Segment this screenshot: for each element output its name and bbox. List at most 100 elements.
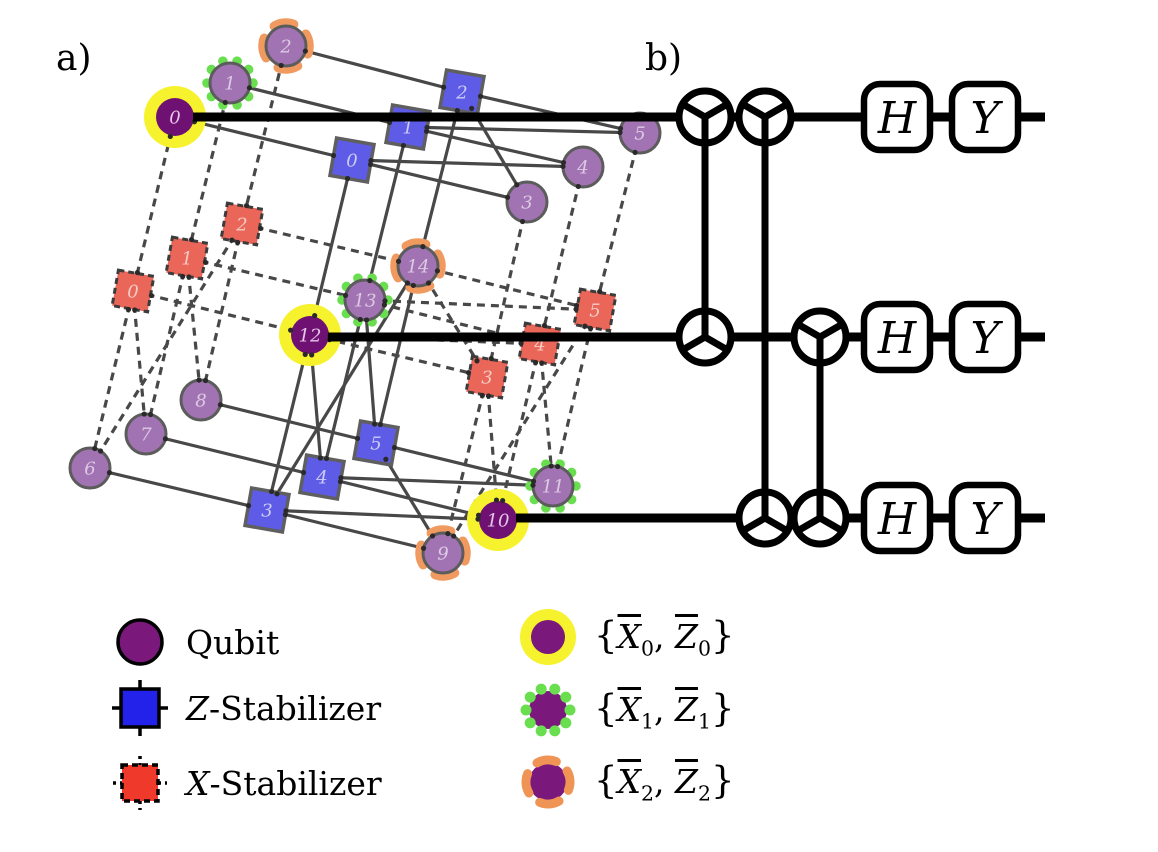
qubit-1-node: 1 (202, 56, 258, 110)
qubit-legend-icon (116, 618, 164, 666)
two-qubit-gate-symbol (790, 307, 850, 367)
edge-dot (302, 48, 308, 54)
logical-1-label: {X1, Z1} (594, 686, 735, 734)
gate-letter: Y (970, 313, 1003, 364)
edge-dot (479, 392, 485, 399)
edge-dot (134, 269, 141, 276)
edge-dot (377, 421, 383, 428)
edge-dot (434, 268, 441, 274)
z-stabilizer-index-label: 3 (261, 500, 272, 521)
h-gate-box: H (860, 481, 934, 555)
qubit-11-node: 11 (525, 459, 581, 513)
edge-dot (245, 503, 252, 509)
edge-dot (404, 280, 411, 286)
edge-dot (283, 508, 289, 514)
gate-box-rect (860, 80, 934, 154)
edge-dot (425, 280, 432, 286)
x-check-edge-X1-q8 (185, 257, 203, 401)
edge-dot (368, 157, 374, 164)
edge-dot (167, 133, 173, 140)
x-check-edge-X4-q11 (538, 343, 555, 487)
qubit-circle (396, 244, 440, 288)
orange-logical-halo (258, 18, 314, 74)
qubit-4-node: 4 (561, 145, 605, 189)
edge-dot (323, 455, 330, 462)
z-check-edge-Z3-q9 (266, 508, 444, 555)
z-stabilizer-4-node: 4 (297, 452, 347, 502)
edge-dot (617, 125, 624, 132)
orange-logical-halo (390, 238, 446, 294)
edge-dot (278, 62, 284, 69)
two-qubit-gate-symbol (675, 87, 735, 147)
edge-dot (357, 316, 363, 323)
edge-dot (391, 444, 398, 451)
edge-dot (597, 288, 603, 295)
edge-dot (132, 307, 138, 313)
edge-dot (330, 152, 337, 159)
logical-2-halo-icon (521, 755, 575, 809)
legend-logical-0: {X0, Z0} (516, 605, 734, 669)
edge-dot (268, 488, 275, 495)
qubit-12-node: 12 (279, 304, 341, 366)
x-check-edge-q14-X5 (417, 264, 596, 312)
edge-dot (575, 183, 581, 190)
qubit-index-label: 7 (140, 424, 152, 445)
edge-dot (106, 470, 113, 476)
two-qubit-gate-symbol (675, 307, 735, 367)
edge-dot (573, 302, 580, 309)
edge-dot (420, 244, 426, 250)
edge-dot (451, 533, 457, 539)
z-check-edge-q14-Z3 (265, 265, 420, 511)
gate-spoke (680, 333, 707, 354)
z-stabilizer-index-label: 1 (402, 117, 413, 138)
edge-dot (367, 277, 373, 284)
x-stabilizer-1-node: 1 (164, 235, 210, 281)
qubit-index-label: 11 (542, 476, 565, 497)
edge-dot (429, 533, 436, 539)
edge-dot (504, 194, 511, 200)
edge-dot (454, 107, 460, 114)
edge-dot (202, 377, 209, 384)
z-check-edge-Z4-q11 (321, 475, 554, 488)
edge-dot (541, 322, 548, 329)
gate-letter: H (877, 313, 918, 364)
panel-a-label: a) (56, 38, 92, 79)
x-check-edge-X0-q6 (88, 290, 135, 469)
edge-dot (317, 455, 324, 461)
x-check-edge-q1-X1 (185, 82, 232, 259)
edge-dot (530, 478, 537, 484)
qubit-circle (505, 180, 549, 224)
x-check-edge-X1-q13 (186, 256, 366, 302)
edge-dot (274, 491, 280, 497)
edge-dot (338, 475, 344, 481)
x-stabilizer-index-label: 2 (235, 214, 247, 235)
z-check-edge-q6-Z3 (89, 466, 268, 512)
edge-dot (180, 273, 186, 280)
qubit-index-label: 10 (487, 510, 510, 531)
x-stabilizer-2-node: 2 (219, 201, 265, 247)
edge-dot (441, 84, 447, 90)
z-check-edge-Z1-q13 (363, 126, 410, 301)
legend-z-stabilizer: Z-Stabilizer (108, 676, 381, 740)
edge-dot (475, 516, 481, 522)
x-stabilizer-legend-label: X-Stabilizer (186, 763, 382, 803)
x-check-edge-X0-q12 (132, 289, 311, 337)
gate-letter: Y (970, 93, 1003, 144)
logical-0-label: {X0, Z0} (594, 613, 735, 661)
z-stabilizer-index-label: 2 (455, 82, 467, 103)
edge-dot (632, 149, 638, 155)
z-stabilizer-legend-label: Z-Stabilizer (186, 688, 382, 728)
z-check-edge-q7-Z4 (145, 432, 323, 479)
gate-box-rect (948, 80, 1022, 154)
edge-dot (217, 402, 224, 408)
z-check-edge-Z1-q5 (407, 125, 641, 135)
edge-dot (92, 445, 98, 452)
edge-dot (97, 448, 104, 454)
x-stabilizer-index-label: 0 (127, 281, 138, 302)
h-gate-box: H (860, 80, 934, 154)
edge-dot (539, 360, 545, 366)
gate-spoke (703, 100, 730, 121)
edge-dot (548, 463, 554, 469)
edge-dot (410, 282, 416, 289)
gate-spoke (763, 100, 790, 121)
